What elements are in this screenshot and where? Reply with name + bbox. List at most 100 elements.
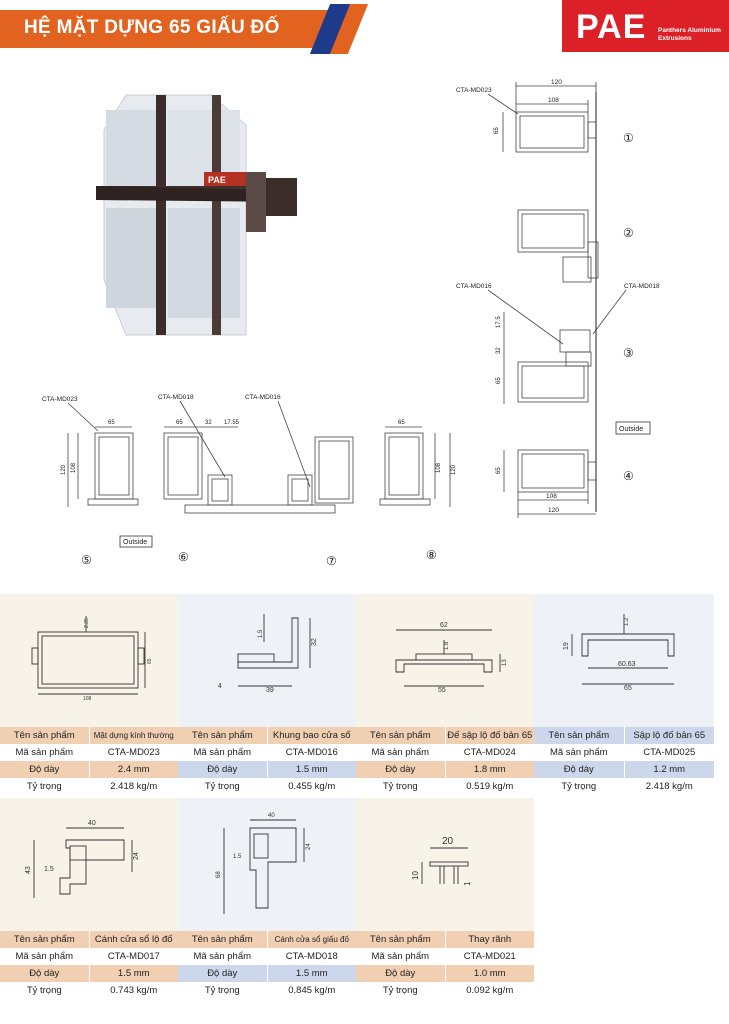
dim-a: 20 — [442, 836, 454, 847]
dim-c: 1.5 — [44, 866, 54, 873]
dim-120-p8: 120 — [451, 464, 457, 475]
dim-65-p6: 65 — [176, 420, 183, 426]
row-name: Tên sản phẩm Khung bao cửa sổ — [178, 727, 356, 744]
dim-c: 1 — [463, 881, 472, 886]
dim-c: 60.63 — [618, 661, 636, 668]
product-image: 62 1.8 13 55 — [356, 594, 534, 727]
label-md018-right: CTA-MD018 — [624, 283, 660, 290]
row-label: Độ dày — [534, 761, 625, 778]
horizontal-section-drawing: CTA-MD023 CTA-MD018 CTA-MD016 65 120 108… — [42, 394, 457, 568]
row-label: Độ dày — [356, 761, 446, 778]
dim-32-p6: 32 — [205, 420, 212, 426]
product-weight: 0.743 kg/m — [110, 985, 158, 996]
curtain-wall-3d-render: PAE — [96, 94, 297, 336]
row-weight: Tỷ trọng 2.418 kg/m — [534, 778, 714, 795]
dim-c: 108 — [83, 696, 92, 702]
row-weight: Tỷ trọng 0.743 kg/m — [0, 982, 178, 999]
row-label: Tên sản phẩm — [178, 727, 268, 744]
product-thickness: 1.2 mm — [653, 764, 686, 775]
dim-65-p3: 65 — [496, 377, 502, 384]
row-label: Mã sản phẩm — [178, 744, 268, 761]
photo-badge-text: PAE — [208, 175, 226, 185]
marker-6: ⑥ — [178, 550, 189, 564]
row-label: Mã sản phẩm — [0, 744, 90, 761]
product-name: Cánh cửa sổ giấu đố — [274, 935, 349, 944]
marker-7: ⑦ — [326, 554, 337, 568]
row-label: Mã sản phẩm — [356, 948, 446, 965]
dim-65-p8: 65 — [398, 420, 405, 426]
row-label: Tên sản phẩm — [356, 931, 446, 948]
dim-120-p5: 120 — [61, 464, 67, 475]
dim-b: 1.8 — [444, 641, 450, 650]
dim-b: 10 — [411, 871, 420, 880]
logo-subtext: Panthers Aluminium Extrusions — [658, 27, 728, 43]
product-code: CTA-MD025 — [643, 747, 696, 758]
row-weight: Tỷ trọng 0.845 kg/m — [178, 982, 356, 999]
row-label: Mã sản phẩm — [178, 948, 268, 965]
dim-120-top: 120 — [551, 79, 562, 86]
dim-175: 17.5 — [496, 316, 502, 328]
dim-1755: 17.55 — [224, 420, 240, 426]
dim-c: 1.5 — [233, 854, 242, 860]
label-md023-left: CTA-MD023 — [42, 396, 78, 403]
row-label: Tỷ trọng — [534, 778, 625, 795]
row-label: Tên sản phẩm — [356, 727, 446, 744]
product-weight: 2.418 kg/m — [645, 781, 693, 792]
row-label: Tỷ trọng — [356, 982, 446, 999]
product-weight: 0.845 kg/m — [288, 985, 336, 996]
dim-c: 13 — [502, 659, 508, 666]
dim-b: 19 — [563, 642, 570, 650]
product-thickness: 1.0 mm — [473, 968, 506, 979]
row-label: Tỷ trọng — [178, 982, 268, 999]
logo-sub-line-2: Extrusions — [658, 35, 692, 42]
dim-108-p8: 108 — [436, 462, 442, 473]
dim-b: 65 — [147, 658, 153, 664]
dim-a: 40 — [88, 820, 96, 827]
row-label: Tỷ trọng — [356, 778, 446, 795]
title-banner — [0, 10, 345, 48]
row-label: Độ dày — [178, 761, 268, 778]
row-code: Mã sản phẩm CTA-MD016 — [178, 744, 356, 761]
dim-d: 39 — [266, 687, 274, 694]
dim-32-right: 32 — [496, 347, 502, 354]
dim-a: 62 — [440, 622, 448, 629]
row-thickness: Độ dày 1.2 mm — [534, 761, 714, 778]
product-name: Khung bao cửa sổ — [272, 730, 351, 741]
row-label: Tỷ trọng — [0, 982, 90, 999]
product-image: 40 68 1.5 24 — [178, 798, 356, 931]
product-thickness: 2.4 mm — [117, 764, 150, 775]
dim-108-bottom: 108 — [546, 493, 557, 500]
dim-d: 24 — [133, 852, 140, 860]
dim-a: 40 — [268, 813, 275, 819]
dim-65-p1: 65 — [494, 127, 500, 134]
pae-logo — [562, 0, 729, 52]
dim-65-p4: 65 — [496, 467, 502, 474]
dim-b: 32 — [311, 638, 318, 646]
pae-sticker — [204, 172, 246, 186]
product-code: CTA-MD018 — [285, 951, 338, 962]
product-weight: 2.418 kg/m — [110, 781, 158, 792]
product-code: CTA-MD016 — [285, 747, 338, 758]
marker-2: ② — [623, 226, 634, 240]
product-name: Thay rãnh — [468, 934, 512, 945]
dim-108-p5: 108 — [71, 462, 77, 473]
label-md018-left: CTA-MD018 — [158, 394, 194, 401]
row-label: Độ dày — [356, 965, 446, 982]
page-title: HỆ MẶT DỰNG 65 GIẤU ĐỐ — [24, 17, 280, 38]
marker-4: ④ — [623, 469, 634, 483]
product-name: Sập lộ đố bản 65 — [633, 730, 706, 741]
product-weight: 0.455 kg/m — [288, 781, 336, 792]
row-label: Mã sản phẩm — [0, 948, 90, 965]
row-label: Tỷ trọng — [178, 778, 268, 795]
product-name: Đế sập lộ đố bản 65 — [447, 730, 533, 741]
